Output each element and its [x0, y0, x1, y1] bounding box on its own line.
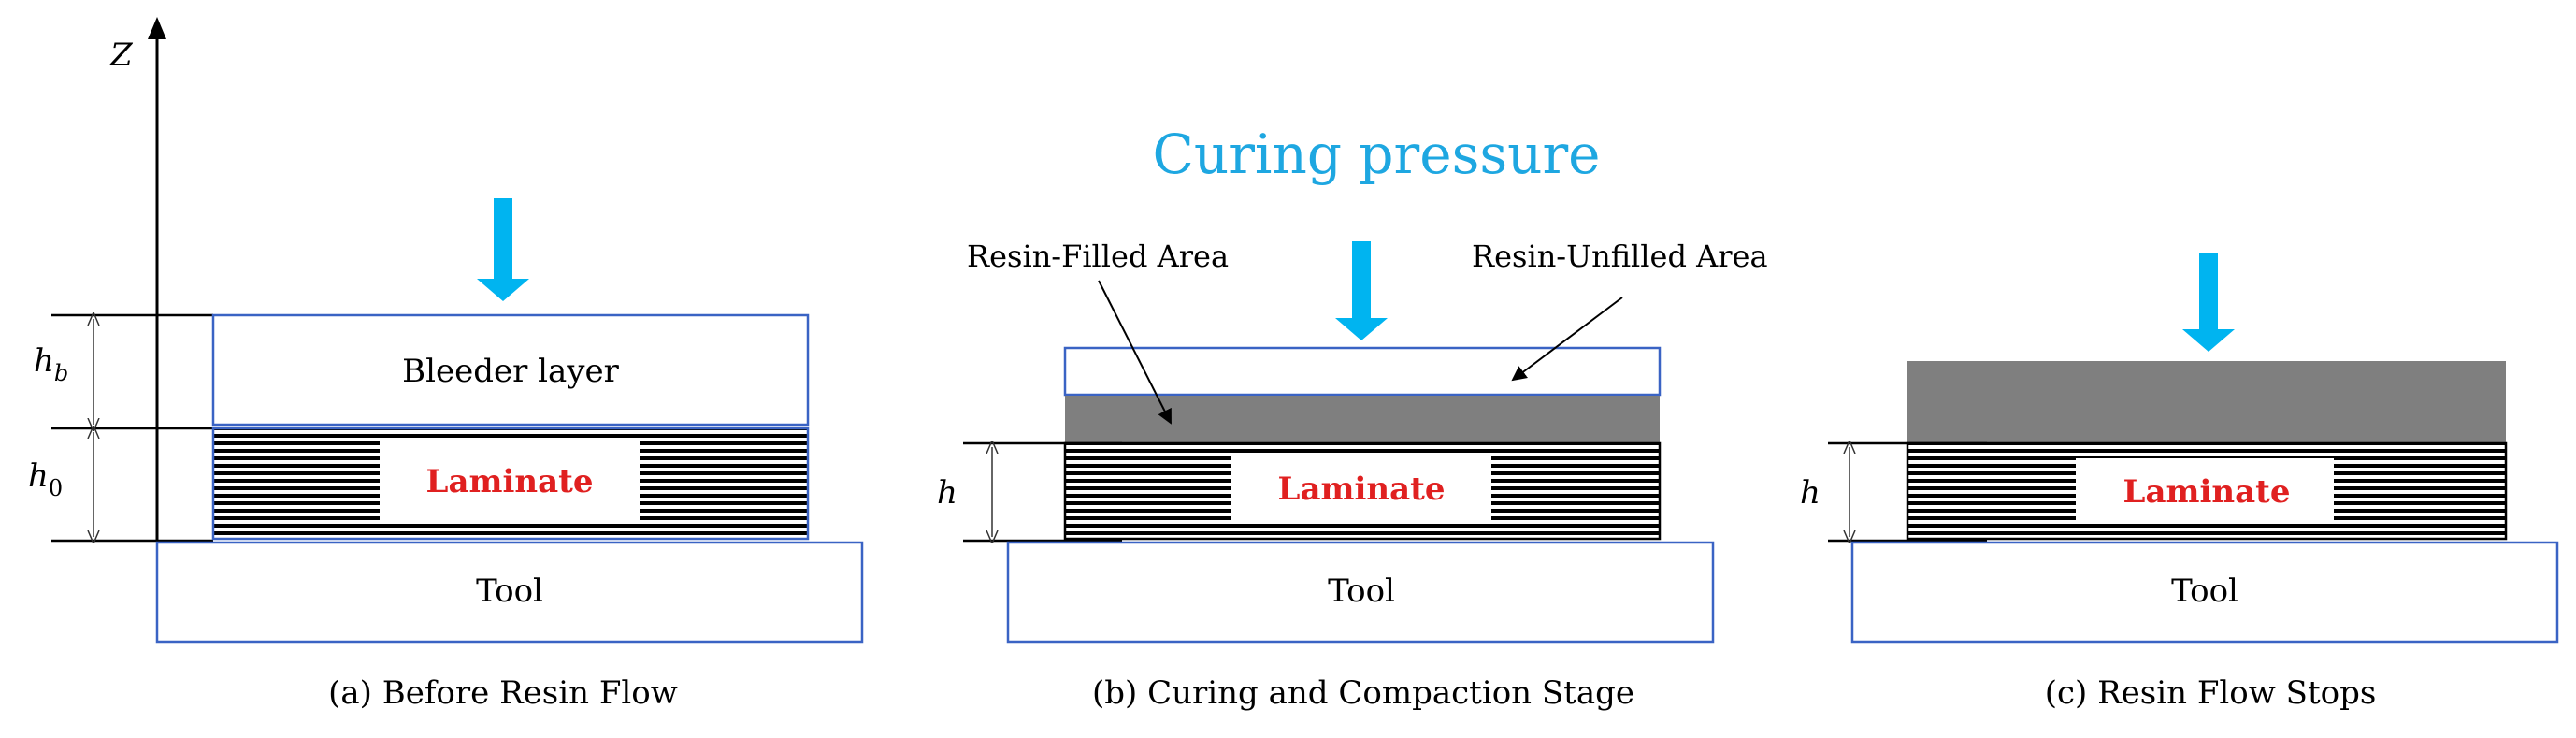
z-axis-arrowhead: [148, 17, 166, 39]
panel-a: Z hb h0 Bleeder layer Laminate Tool (a) …: [28, 17, 864, 712]
tool-b-label: Tool: [1328, 572, 1395, 610]
resin-filled-pointer: [1098, 280, 1172, 425]
caption-b: (b) Curing and Compaction Stage: [1092, 674, 1634, 712]
tool-a-label: Tool: [476, 572, 543, 610]
resin-filled-bleeder: [1907, 361, 2506, 443]
laminate-a-label-box: [380, 441, 640, 520]
tool-c-label: Tool: [2171, 572, 2238, 610]
laminate-b-label-box: [1231, 455, 1491, 522]
caption-c: (c) Resin Flow Stops: [2045, 674, 2377, 712]
resin-unfilled-area: [1063, 346, 1662, 397]
bleeder-layer: [211, 313, 810, 427]
resin-unfilled-pointer: [1511, 297, 1623, 382]
resin-filled-callout: Resin-Filled Area: [967, 239, 1229, 274]
panel-b: h Laminate Tool Resin-Filled Area Resin-…: [937, 239, 1768, 712]
tool-c: [1850, 541, 2559, 644]
pressure-arrow-icon: [2182, 253, 2235, 352]
laminate-c-label: Laminate: [2123, 473, 2291, 511]
panel-c: h Laminate Tool (c) Resin Flow Stops: [1800, 253, 2559, 712]
tool-b: [1006, 541, 1715, 644]
h0-label: h0: [28, 457, 63, 501]
pressure-arrow-icon: [477, 198, 529, 301]
resin-unfilled-callout: Resin-Unfilled Area: [1472, 239, 1768, 274]
laminate-a-label: Laminate: [426, 463, 594, 500]
z-axis-label: Z: [109, 36, 134, 74]
caption-a: (a) Before Resin Flow: [328, 674, 678, 712]
resin-filled-area: [1065, 396, 1660, 442]
laminate-b-label: Laminate: [1278, 470, 1446, 508]
bleeder-layer-label: Bleeder layer: [402, 353, 620, 390]
h-label-c: h: [1800, 474, 1820, 512]
tool-a: [155, 541, 864, 644]
pressure-arrow-icon: [1335, 241, 1388, 340]
h-label-b: h: [937, 474, 957, 512]
laminate-c-label-box: [2076, 458, 2334, 524]
diagram-title: Curing pressure: [1152, 123, 1600, 186]
hb-label: hb: [34, 342, 68, 386]
